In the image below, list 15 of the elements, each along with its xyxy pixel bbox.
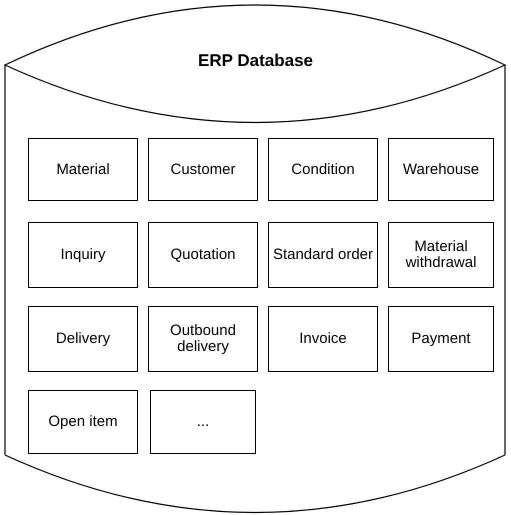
table-box: Inquiry xyxy=(28,222,138,288)
table-box: Outbound delivery xyxy=(148,306,258,372)
table-box: Payment xyxy=(388,306,494,372)
database-title: ERP Database xyxy=(197,51,314,71)
table-box: Invoice xyxy=(268,306,378,372)
table-box: Condition xyxy=(268,138,378,201)
table-box: Standard order xyxy=(268,222,378,288)
table-box: Material xyxy=(28,138,138,201)
table-box: Open item xyxy=(28,390,138,454)
table-box: Delivery xyxy=(28,306,138,372)
table-box: Quotation xyxy=(148,222,258,288)
table-box: Warehouse xyxy=(388,138,494,201)
table-box: Material withdrawal xyxy=(388,222,494,288)
table-box: ... xyxy=(150,390,256,454)
table-box: Customer xyxy=(148,138,258,201)
